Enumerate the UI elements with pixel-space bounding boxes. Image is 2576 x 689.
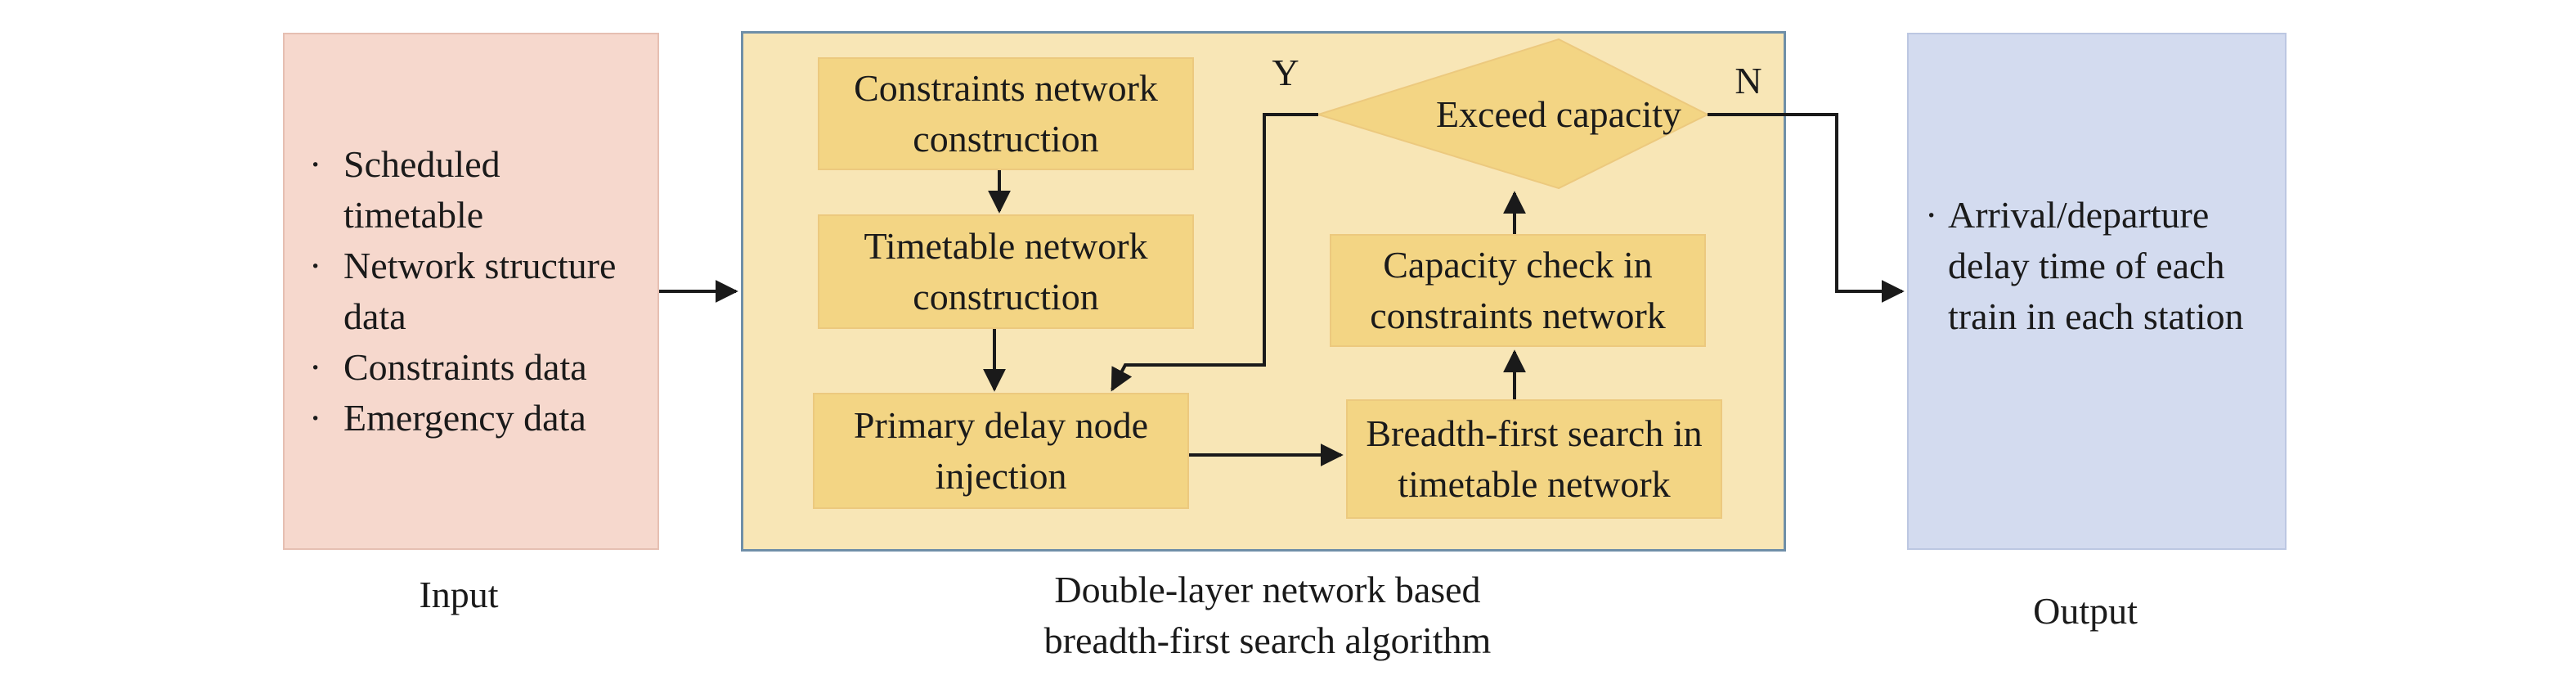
yes-loop-arrow — [1111, 113, 1318, 392]
input-item-scheduled-timetable: · Scheduled timetable — [309, 143, 500, 236]
exceed-capacity-diamond — [1315, 38, 1710, 190]
no-label: N — [1735, 60, 1761, 101]
no-to-output-arrow — [1708, 113, 1905, 303]
exceed-capacity-label: Exceed capacity — [1436, 93, 1681, 135]
output-caption: Output — [2033, 590, 2138, 632]
output-panel: · Arrival/departure delay time of each t… — [1907, 33, 2287, 550]
input-item-network-structure-data: · Network structure data — [309, 245, 617, 337]
input-list: · Scheduled timetable · Network structur… — [285, 139, 644, 444]
input-caption: Input — [419, 574, 499, 615]
output-text: Arrival/departure delay time of each tra… — [1948, 194, 2244, 337]
yes-label: Y — [1272, 52, 1299, 93]
breadth-first-search-box: Breadth-first search in timetable networ… — [1346, 399, 1722, 519]
timetable-network-construction-box: Timetable network construction — [818, 214, 1194, 329]
constraints-network-construction-box: Constraints network construction — [818, 57, 1194, 170]
capacity-check-box: Capacity check in constraints network — [1330, 234, 1706, 347]
primary-delay-node-injection-box: Primary delay node injection — [813, 393, 1189, 509]
input-item-constraints-data: · Constraints data — [309, 346, 587, 388]
input-item-emergency-data: · Emergency data — [309, 397, 586, 439]
output-bullet: · — [1925, 194, 1938, 236]
input-panel: · Scheduled timetable · Network structur… — [283, 33, 659, 550]
algorithm-caption: Double-layer network based breadth-first… — [1043, 569, 1492, 661]
